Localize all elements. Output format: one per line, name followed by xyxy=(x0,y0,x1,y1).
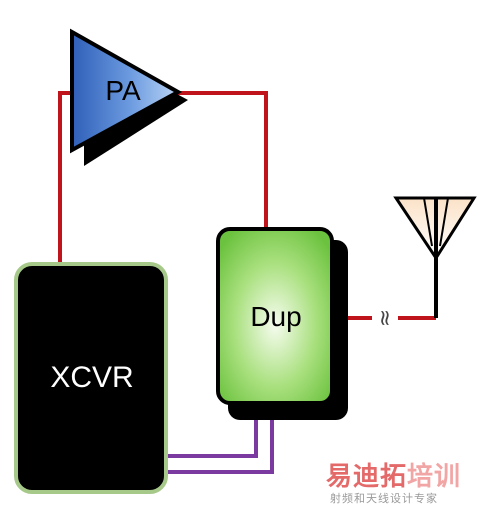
dup-box xyxy=(216,227,334,405)
pa-block: PA xyxy=(70,28,188,166)
antenna-inner-right xyxy=(439,197,449,247)
antenna-icon xyxy=(393,196,477,318)
antenna-inner-left xyxy=(423,197,433,247)
baseband-line-2 xyxy=(166,404,274,474)
watermark-brand-part2: 培训 xyxy=(407,462,462,492)
xcvr-block: XCVR xyxy=(14,262,168,494)
pa-label: PA xyxy=(105,75,141,106)
watermark-tagline: 射频和天线设计专家 xyxy=(330,492,438,505)
watermark-brand: 易迪拓培训 xyxy=(326,456,486,493)
watermark-brand-part1: 易迪拓 xyxy=(326,462,408,492)
baseband-line-1 xyxy=(166,404,258,458)
pa-to-dup-line xyxy=(170,91,268,230)
dup-label: Dup xyxy=(250,301,301,332)
rf-break-symbol: ≈ xyxy=(372,309,397,327)
xcvr-label: XCVR xyxy=(50,361,133,394)
xcvr-box xyxy=(14,262,168,494)
dup-block: Dup xyxy=(216,227,348,420)
pa-triangle xyxy=(70,28,183,154)
